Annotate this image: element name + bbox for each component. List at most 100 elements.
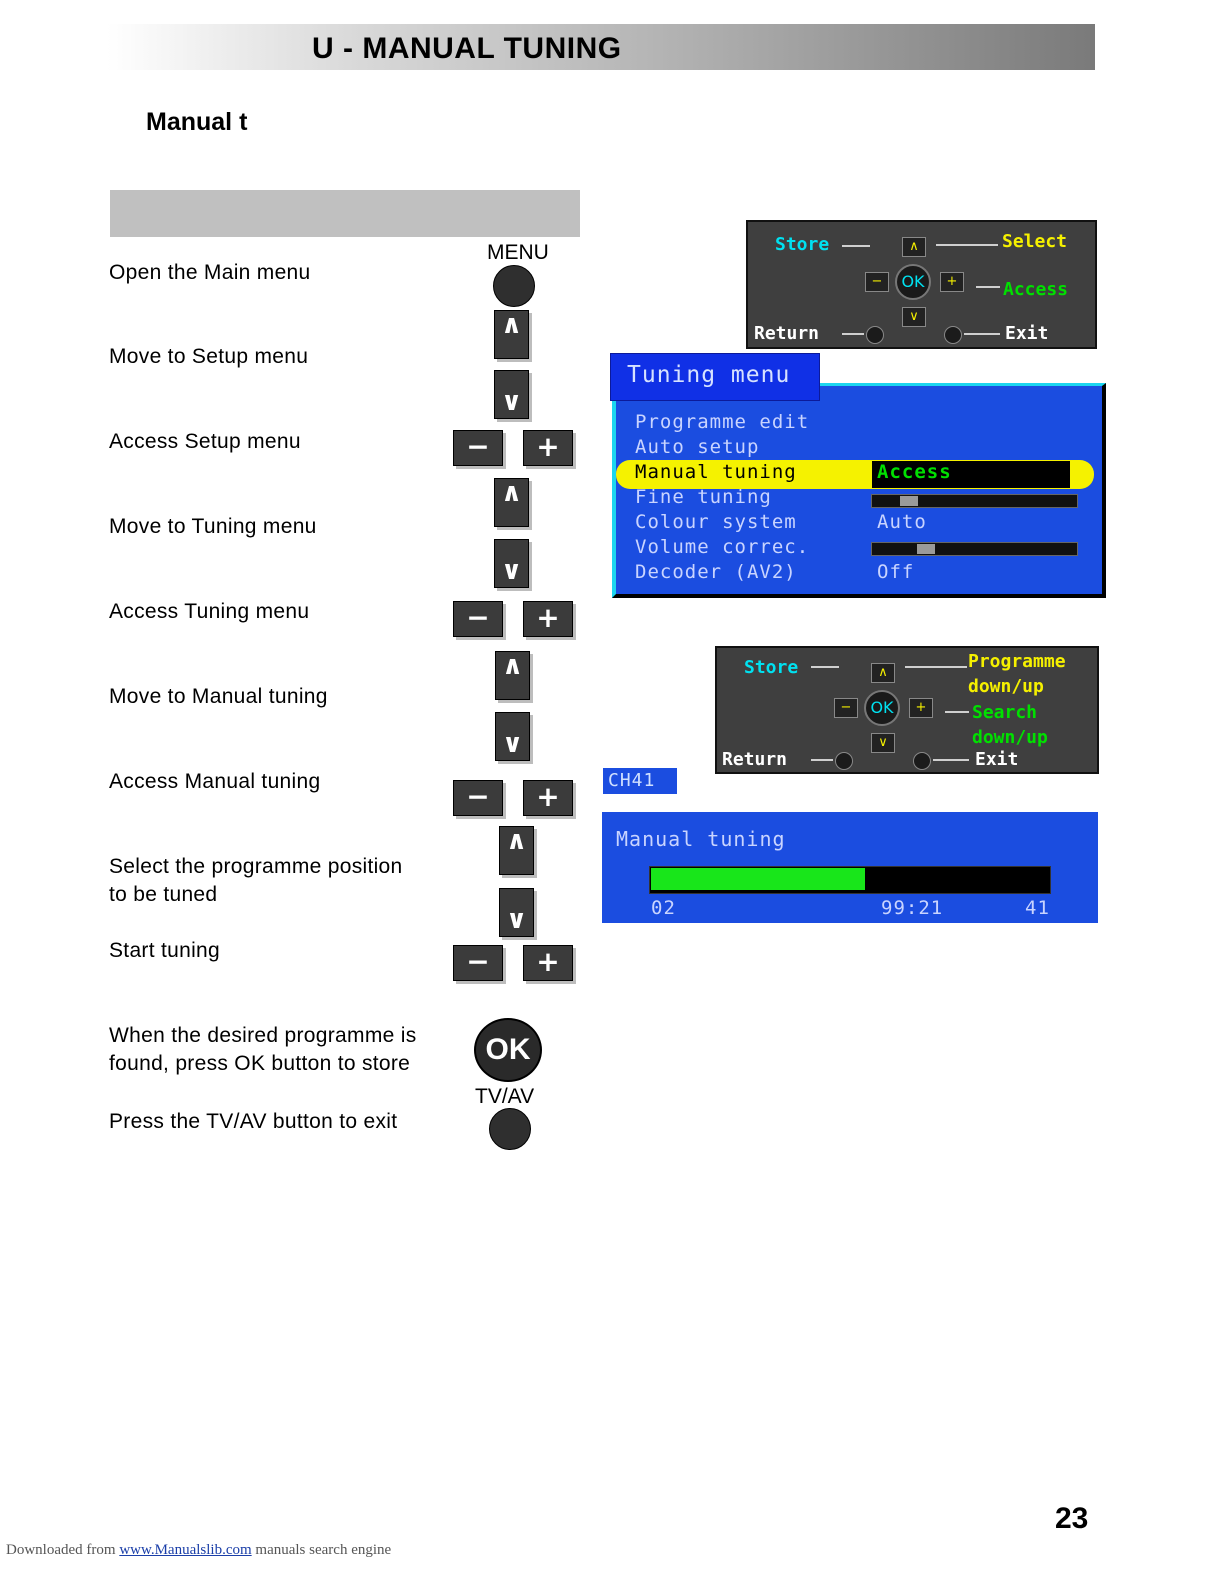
store-label: Store <box>775 234 830 255</box>
section-subtitle: Manual t <box>146 108 248 136</box>
plus-key: + <box>940 272 964 292</box>
ok-key: OK <box>895 264 931 300</box>
step-move-tuning: Move to Tuning menu <box>109 515 317 538</box>
menu-button[interactable] <box>493 265 535 307</box>
up-button[interactable]: ∧ <box>495 651 530 700</box>
exit-key <box>944 326 962 344</box>
search-label: Search <box>972 702 1038 723</box>
step-access-manual: Access Manual tuning <box>109 770 321 793</box>
page-title: U - MANUAL TUNING <box>312 32 622 65</box>
step-open-main-menu: Open the Main menu <box>109 261 311 284</box>
tuning-menu-title: Tuning menu <box>627 362 791 388</box>
minus-button[interactable]: − <box>453 780 503 816</box>
menu-item-fine-tuning[interactable]: Fine tuning <box>635 486 772 508</box>
select-leader <box>936 244 998 246</box>
plus-button[interactable]: + <box>523 945 573 981</box>
fine-tuning-knob[interactable] <box>900 496 918 506</box>
step-access-tuning: Access Tuning menu <box>109 600 310 623</box>
title-bar <box>107 24 1095 70</box>
footer: Downloaded from www.Manualslib.com manua… <box>6 1542 391 1559</box>
programme-leader <box>905 666 967 668</box>
frequency-readout: 99:21 <box>881 897 944 919</box>
up-button[interactable]: ∧ <box>494 310 529 359</box>
up-key: ∧ <box>902 237 926 257</box>
return-label: Return <box>722 749 788 770</box>
volume-slider[interactable] <box>871 542 1078 556</box>
minus-button[interactable]: − <box>453 945 503 981</box>
remote-help-panel-2: Store Programme down/up Search down/up R… <box>715 646 1099 774</box>
search-leader <box>945 711 969 713</box>
menu-highlight-value-bg <box>872 461 1070 488</box>
step-access-setup: Access Setup menu <box>109 430 301 453</box>
manual-tuning-value: Access <box>877 461 952 483</box>
colour-system-value: Auto <box>877 511 927 533</box>
footer-prefix: Downloaded from <box>6 1542 120 1558</box>
menu-button-label: MENU <box>487 241 549 264</box>
plus-button[interactable]: + <box>523 430 573 466</box>
plus-key: + <box>909 698 933 718</box>
step-move-manual: Move to Manual tuning <box>109 685 328 708</box>
minus-button[interactable]: − <box>453 601 503 637</box>
step-store-line1: When the desired programme is <box>109 1024 417 1047</box>
step-store-line2: found, press OK button to store <box>109 1052 411 1075</box>
up-button[interactable]: ∧ <box>499 826 534 875</box>
exit-label: Exit <box>1005 323 1049 344</box>
access-leader <box>976 286 1000 288</box>
down-button[interactable]: ∨ <box>494 539 529 588</box>
up-key: ∧ <box>871 663 895 683</box>
decoder-value: Off <box>877 561 915 583</box>
page-number: 23 <box>1055 1502 1089 1535</box>
tuning-progress-fill <box>651 868 865 890</box>
exit-label: Exit <box>975 749 1019 770</box>
programme-downup-label: down/up <box>968 676 1044 697</box>
down-key: ∨ <box>902 307 926 327</box>
remote-help-panel: Store Select Access Return Exit ∧ ∨ − + … <box>746 220 1097 349</box>
menu-item-auto-setup[interactable]: Auto setup <box>635 436 760 458</box>
programme-label: Programme <box>968 651 1066 672</box>
tvav-button-label: TV/AV <box>475 1085 535 1108</box>
minus-key: − <box>865 272 889 292</box>
volume-knob[interactable] <box>917 544 935 554</box>
store-label: Store <box>744 657 799 678</box>
menu-item-programme-edit[interactable]: Programme edit <box>635 411 810 433</box>
step-store: When the desired programme is found, pre… <box>109 1022 417 1078</box>
menu-item-volume-correc[interactable]: Volume correc. <box>635 536 810 558</box>
store-leader <box>811 666 839 668</box>
return-leader <box>811 759 833 761</box>
down-button[interactable]: ∨ <box>494 370 529 419</box>
plus-button[interactable]: + <box>523 601 573 637</box>
minus-key: − <box>834 698 858 718</box>
step-start-tuning: Start tuning <box>109 939 220 962</box>
select-label: Select <box>1002 231 1068 252</box>
tvav-button[interactable] <box>489 1108 531 1150</box>
manual-tuning-title: Manual tuning <box>616 827 786 851</box>
step-move-setup: Move to Setup menu <box>109 345 309 368</box>
step-select-line1: Select the programme position <box>109 855 403 878</box>
ok-button[interactable]: OK <box>474 1018 542 1082</box>
step-select-line2: to be tuned <box>109 883 218 906</box>
channel-number: 41 <box>1025 897 1050 919</box>
table-header-band <box>110 190 580 237</box>
exit-key <box>913 752 931 770</box>
menu-item-decoder[interactable]: Decoder (AV2) <box>635 561 797 583</box>
exit-leader <box>933 759 969 761</box>
return-label: Return <box>754 323 820 344</box>
down-button[interactable]: ∨ <box>495 712 530 761</box>
minus-button[interactable]: − <box>453 430 503 466</box>
menu-item-manual-tuning[interactable]: Manual tuning <box>635 461 797 483</box>
store-leader <box>842 245 870 247</box>
plus-button[interactable]: + <box>523 780 573 816</box>
down-button[interactable]: ∨ <box>499 888 534 937</box>
return-key <box>866 326 884 344</box>
step-select-programme: Select the programme position to be tune… <box>109 853 403 909</box>
tuning-menu-panel <box>612 383 1106 598</box>
access-label: Access <box>1003 279 1069 300</box>
fine-tuning-slider[interactable] <box>871 494 1078 508</box>
step-exit: Press the TV/AV button to exit <box>109 1110 398 1133</box>
up-button[interactable]: ∧ <box>494 478 529 527</box>
menu-item-colour-system[interactable]: Colour system <box>635 511 797 533</box>
ok-key: OK <box>864 690 900 726</box>
channel-tag: CH41 <box>603 768 677 794</box>
programme-position: 02 <box>651 897 676 919</box>
footer-link[interactable]: www.Manualslib.com <box>119 1542 252 1558</box>
